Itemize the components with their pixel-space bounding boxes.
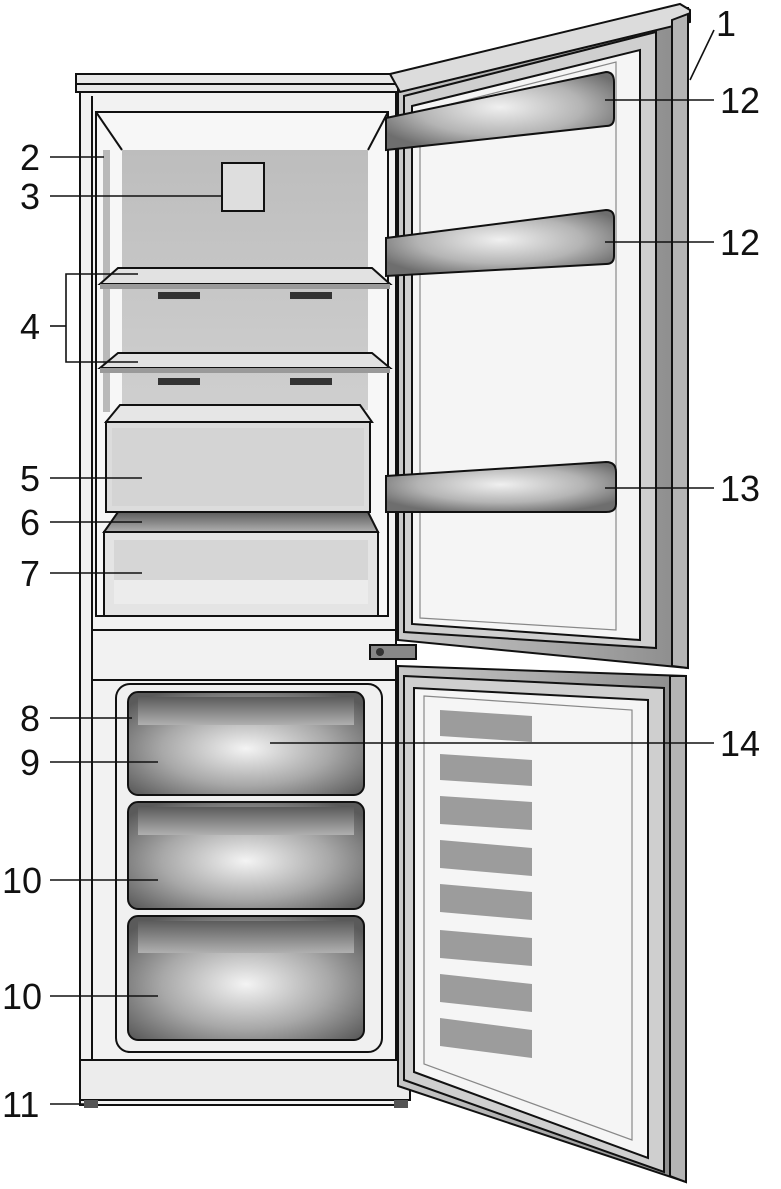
callout-8: 8 <box>20 698 40 739</box>
salad-crisper <box>102 511 380 617</box>
callout-2: 2 <box>20 137 40 178</box>
bottle-shelf <box>385 460 617 513</box>
freezer-door-vents <box>440 710 532 1058</box>
callout-3: 3 <box>20 176 40 217</box>
callout-9: 9 <box>20 742 40 783</box>
callout-10-lower: 10 <box>2 976 42 1017</box>
glass-shelf <box>97 267 393 299</box>
callout-11: 11 <box>2 1084 39 1125</box>
middle-hinge <box>369 644 417 660</box>
door-shelf <box>385 70 615 152</box>
callout-5: 5 <box>20 458 40 499</box>
freezer-drawer <box>127 691 365 796</box>
callout-13: 13 <box>720 468 760 509</box>
callout-14: 14 <box>720 723 760 764</box>
callout-4: 4 <box>20 306 40 347</box>
thermostat-lamp-box <box>221 162 265 212</box>
freezer-drawer <box>127 915 365 1041</box>
adjustable-foot <box>84 1100 98 1108</box>
glass-shelf <box>97 352 393 385</box>
freezer-drawer <box>127 801 365 910</box>
callout-7: 7 <box>20 553 40 594</box>
crisper-shelf <box>103 404 374 513</box>
door-shelf <box>385 208 615 278</box>
callout-6: 6 <box>20 502 40 543</box>
callout-labels: 1 2 3 4 5 6 7 8 9 10 10 11 12 12 13 14 <box>2 3 760 1125</box>
callout-12-lower: 12 <box>720 222 760 263</box>
callout-10-upper: 10 <box>2 860 42 901</box>
callout-12-upper: 12 <box>720 80 760 121</box>
leader-lines <box>50 29 715 1105</box>
callout-1: 1 <box>716 3 736 44</box>
